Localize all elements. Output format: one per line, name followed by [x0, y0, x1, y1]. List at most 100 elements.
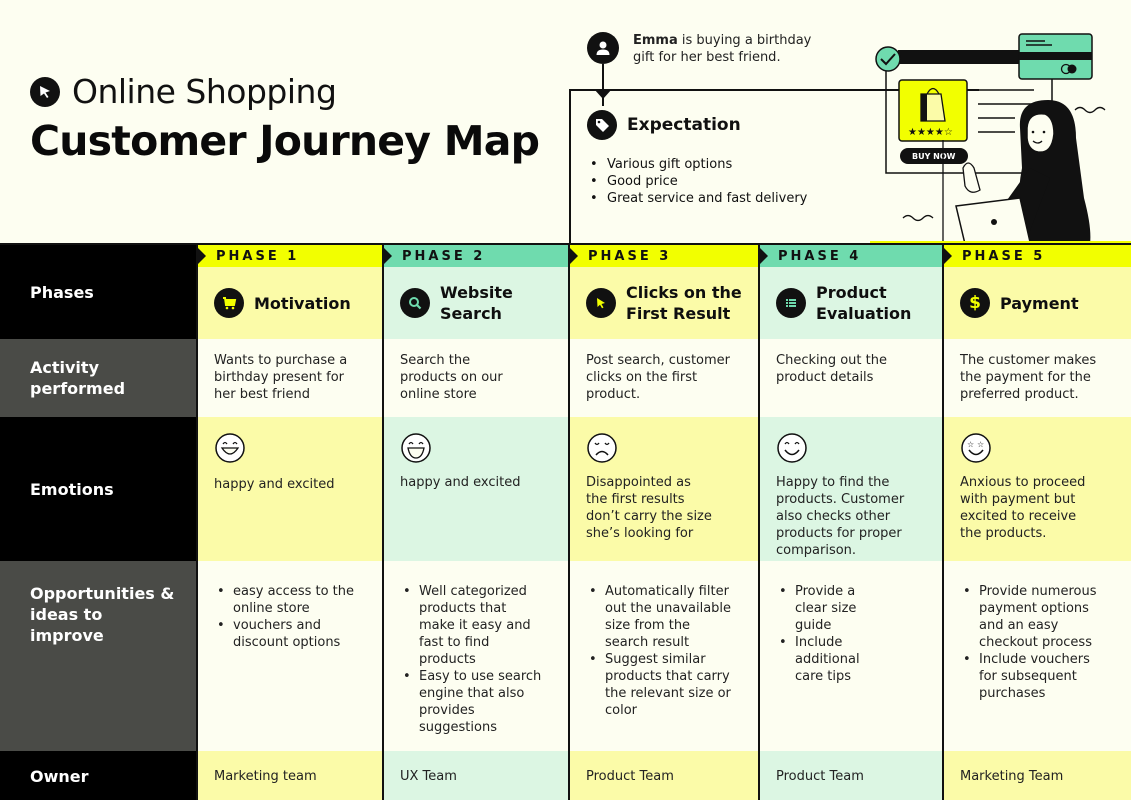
- grinning-face-icon: [401, 433, 431, 463]
- list-icon: [776, 288, 806, 318]
- opportunity-item: vouchers and discount options: [214, 617, 358, 651]
- activity-cell: Wants to purchase a birthday present for…: [196, 339, 382, 417]
- expectation-item: Good price: [590, 173, 807, 190]
- svg-text:☆: ☆: [967, 440, 974, 449]
- opportunity-item: Provide a clear size guide: [776, 583, 882, 634]
- connector-line: [602, 64, 604, 106]
- owner-cell: UX Team: [382, 751, 568, 800]
- opportunity-item: Easy to use search engine that also prov…: [400, 668, 544, 736]
- cart-icon: [214, 288, 244, 318]
- phase-5-title: $ Payment: [960, 245, 1115, 339]
- emotion-text: happy and excited: [400, 475, 521, 490]
- phase-name: Clicks on the First Result: [626, 283, 742, 323]
- emotion-cell: happy and excited: [196, 417, 382, 561]
- owner-cell: Product Team: [568, 751, 758, 800]
- activity-cell: The customer makes the payment for the p…: [942, 339, 1131, 417]
- row-header-emotions: Emotions: [0, 417, 196, 561]
- emotion-cell: Happy to find the products. Customer als…: [758, 417, 942, 561]
- activity-cell: Checking out the product details: [758, 339, 942, 417]
- opportunities-cell: Provide numerous payment options and an …: [942, 561, 1131, 751]
- opportunities-cell: Provide a clear size guide Include addit…: [758, 561, 942, 751]
- opportunities-cell: easy access to the online store vouchers…: [196, 561, 382, 751]
- persona-description: is buying a birthday gift for her best f…: [633, 33, 812, 65]
- phase-1-cell: PHASE 1 Motivation: [196, 245, 382, 339]
- star-eyes-face-icon: ☆☆: [961, 433, 991, 463]
- title-block: Online Shopping Customer Journey Map: [30, 72, 540, 165]
- emotion-cell: ☆☆ Anxious to proceed with payment but e…: [942, 417, 1131, 561]
- opportunities-list: Provide numerous payment options and an …: [960, 583, 1101, 702]
- emotion-text: Anxious to proceed with payment but exci…: [960, 475, 1086, 541]
- emotion-cell: happy and excited: [382, 417, 568, 561]
- opportunity-item: easy access to the online store: [214, 583, 358, 617]
- expectation-item: Great service and fast delivery: [590, 190, 807, 207]
- phase-4-cell: PHASE 4 Product Evaluation: [758, 245, 942, 339]
- row-header-activity: Activity performed: [0, 339, 196, 417]
- phase-2-title: Website Search: [400, 245, 552, 339]
- rating-stars: ★★★★☆: [908, 127, 953, 138]
- row-header-opportunities: Opportunities & ideas to improve: [0, 561, 196, 751]
- row-owner: Owner Marketing team UX Team Product Tea…: [0, 751, 1131, 800]
- phase-3-cell: PHASE 3 Clicks on the First Result: [568, 245, 758, 339]
- row-header-phases: Phases: [0, 245, 196, 339]
- persona-name: Emma: [633, 33, 678, 48]
- opportunity-item: Automatically filter out the unavailable…: [586, 583, 734, 651]
- expectation-list: Various gift options Good price Great se…: [590, 156, 807, 207]
- sad-face-icon: [587, 433, 617, 463]
- subtitle-text: Online Shopping: [72, 72, 337, 111]
- phase-2-tag: PHASE 2: [384, 245, 568, 267]
- phase-4-tag: PHASE 4: [760, 245, 942, 267]
- persona-text: Emma is buying a birthday gift for her b…: [633, 32, 823, 66]
- phase-1-title: Motivation: [214, 245, 366, 339]
- expectation-header: Expectation: [587, 110, 741, 140]
- cursor-icon: [30, 76, 60, 107]
- opportunity-item: Well categorized products that make it e…: [400, 583, 544, 668]
- expectation-item: Various gift options: [590, 156, 807, 173]
- opportunities-cell: Automatically filter out the unavailable…: [568, 561, 758, 751]
- emotion-text: Disappointed as the first results don’t …: [586, 475, 712, 541]
- opportunity-item: Suggest similar products that carry the …: [586, 651, 734, 719]
- tag-icon: [587, 110, 617, 140]
- connector-arrow: [594, 89, 612, 99]
- emotion-text: happy and excited: [214, 477, 335, 492]
- opportunities-list: Automatically filter out the unavailable…: [586, 583, 734, 719]
- opportunities-list: Provide a clear size guide Include addit…: [776, 583, 882, 685]
- page-title: Customer Journey Map: [30, 117, 540, 165]
- shopping-illustration: ★★★★☆ BUY NOW: [870, 28, 1131, 245]
- phase-name: Payment: [1000, 293, 1079, 313]
- phase-5-tag: PHASE 5: [944, 245, 1131, 267]
- phase-name: Website Search: [440, 283, 513, 323]
- phase-name: Motivation: [254, 293, 351, 313]
- search-icon: [400, 288, 430, 318]
- owner-cell: Marketing team: [196, 751, 382, 800]
- expectation-box: [569, 89, 979, 244]
- dollar-icon: $: [960, 288, 990, 318]
- owner-cell: Marketing Team: [942, 751, 1131, 800]
- opportunity-item: Include additional care tips: [776, 634, 882, 685]
- phase-1-tag: PHASE 1: [198, 245, 382, 267]
- expectation-title: Expectation: [627, 115, 741, 135]
- opportunities-cell: Well categorized products that make it e…: [382, 561, 568, 751]
- laughing-face-icon: [215, 433, 245, 463]
- cursor-icon: [586, 288, 616, 318]
- smiling-face-icon: [777, 433, 807, 463]
- phase-2-cell: PHASE 2 Website Search: [382, 245, 568, 339]
- journey-table: Phases PHASE 1 Motivation PHASE 2 Websit…: [0, 243, 1131, 800]
- emotion-cell: Disappointed as the first results don’t …: [568, 417, 758, 561]
- svg-text:☆: ☆: [977, 440, 984, 449]
- emotion-text: Happy to find the products. Customer als…: [776, 475, 905, 558]
- row-phases: Phases PHASE 1 Motivation PHASE 2 Websit…: [0, 245, 1131, 339]
- user-icon: [587, 32, 619, 64]
- phase-name: Product Evaluation: [816, 283, 912, 323]
- phase-3-title: Clicks on the First Result: [586, 245, 742, 339]
- subtitle: Online Shopping: [30, 72, 539, 111]
- opportunities-list: Well categorized products that make it e…: [400, 583, 544, 736]
- activity-cell: Search the products on our online store: [382, 339, 568, 417]
- opportunities-list: easy access to the online store vouchers…: [214, 583, 358, 651]
- owner-cell: Product Team: [758, 751, 942, 800]
- phase-4-title: Product Evaluation: [776, 245, 926, 339]
- row-header-owner: Owner: [0, 751, 196, 800]
- row-opportunities: Opportunities & ideas to improve easy ac…: [0, 561, 1131, 751]
- phase-3-tag: PHASE 3: [570, 245, 758, 267]
- activity-cell: Post search, customer clicks on the firs…: [568, 339, 758, 417]
- opportunity-item: Include vouchers for subsequent purchase…: [960, 651, 1101, 702]
